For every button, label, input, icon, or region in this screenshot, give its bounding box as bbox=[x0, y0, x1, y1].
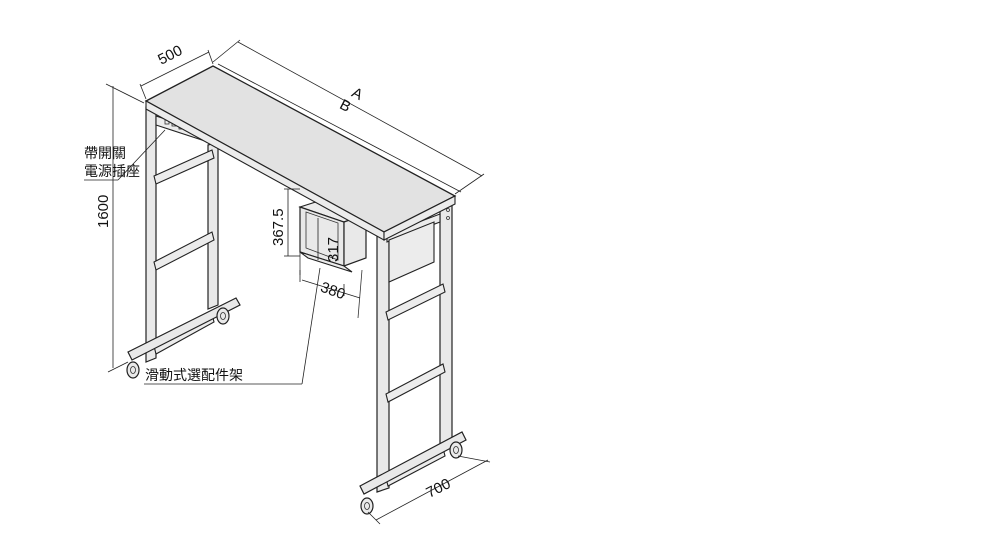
callout-power-strip: 帶開關 電源插座 bbox=[84, 129, 166, 181]
left-rung-1 bbox=[153, 149, 215, 185]
table-top bbox=[144, 65, 457, 241]
right-rung-2 bbox=[385, 363, 446, 403]
label-power-strip-line2: 電源插座 bbox=[84, 164, 140, 180]
dim-length-b: B bbox=[337, 96, 354, 116]
left-base-foot bbox=[127, 297, 241, 361]
right-base-foot bbox=[359, 431, 467, 495]
left-rung-2 bbox=[153, 231, 215, 271]
left-front-post bbox=[145, 103, 157, 363]
dim-drawer-inner-height: 317 bbox=[325, 237, 342, 262]
right-frame-panel bbox=[388, 221, 435, 283]
dim-depth-500: 500 bbox=[155, 42, 185, 69]
right-frame bbox=[359, 195, 467, 515]
dim-drawer-height: 367.5 bbox=[270, 208, 287, 246]
dim-height-1600: 1600 bbox=[95, 195, 112, 228]
left-caster-rear bbox=[216, 307, 230, 325]
left-rear-post bbox=[207, 141, 219, 310]
dimension-lines bbox=[105, 39, 491, 525]
right-rear-post bbox=[439, 195, 453, 447]
right-front-post bbox=[376, 225, 390, 493]
left-caster-front bbox=[126, 361, 140, 379]
sliding-drawer bbox=[298, 199, 368, 319]
dim-base-700: 700 bbox=[423, 475, 453, 502]
callout-drawer-shelf: 滑動式選配件架 bbox=[144, 267, 321, 385]
label-drawer-shelf: 滑動式選配件架 bbox=[145, 367, 243, 384]
dim-drawer-width: 380 bbox=[318, 279, 347, 304]
right-caster-rear bbox=[449, 441, 463, 459]
right-rung-1 bbox=[385, 283, 446, 321]
label-power-strip-line1: 帶開關 bbox=[84, 146, 126, 162]
right-caster-front bbox=[360, 497, 374, 515]
left-frame bbox=[126, 103, 241, 379]
